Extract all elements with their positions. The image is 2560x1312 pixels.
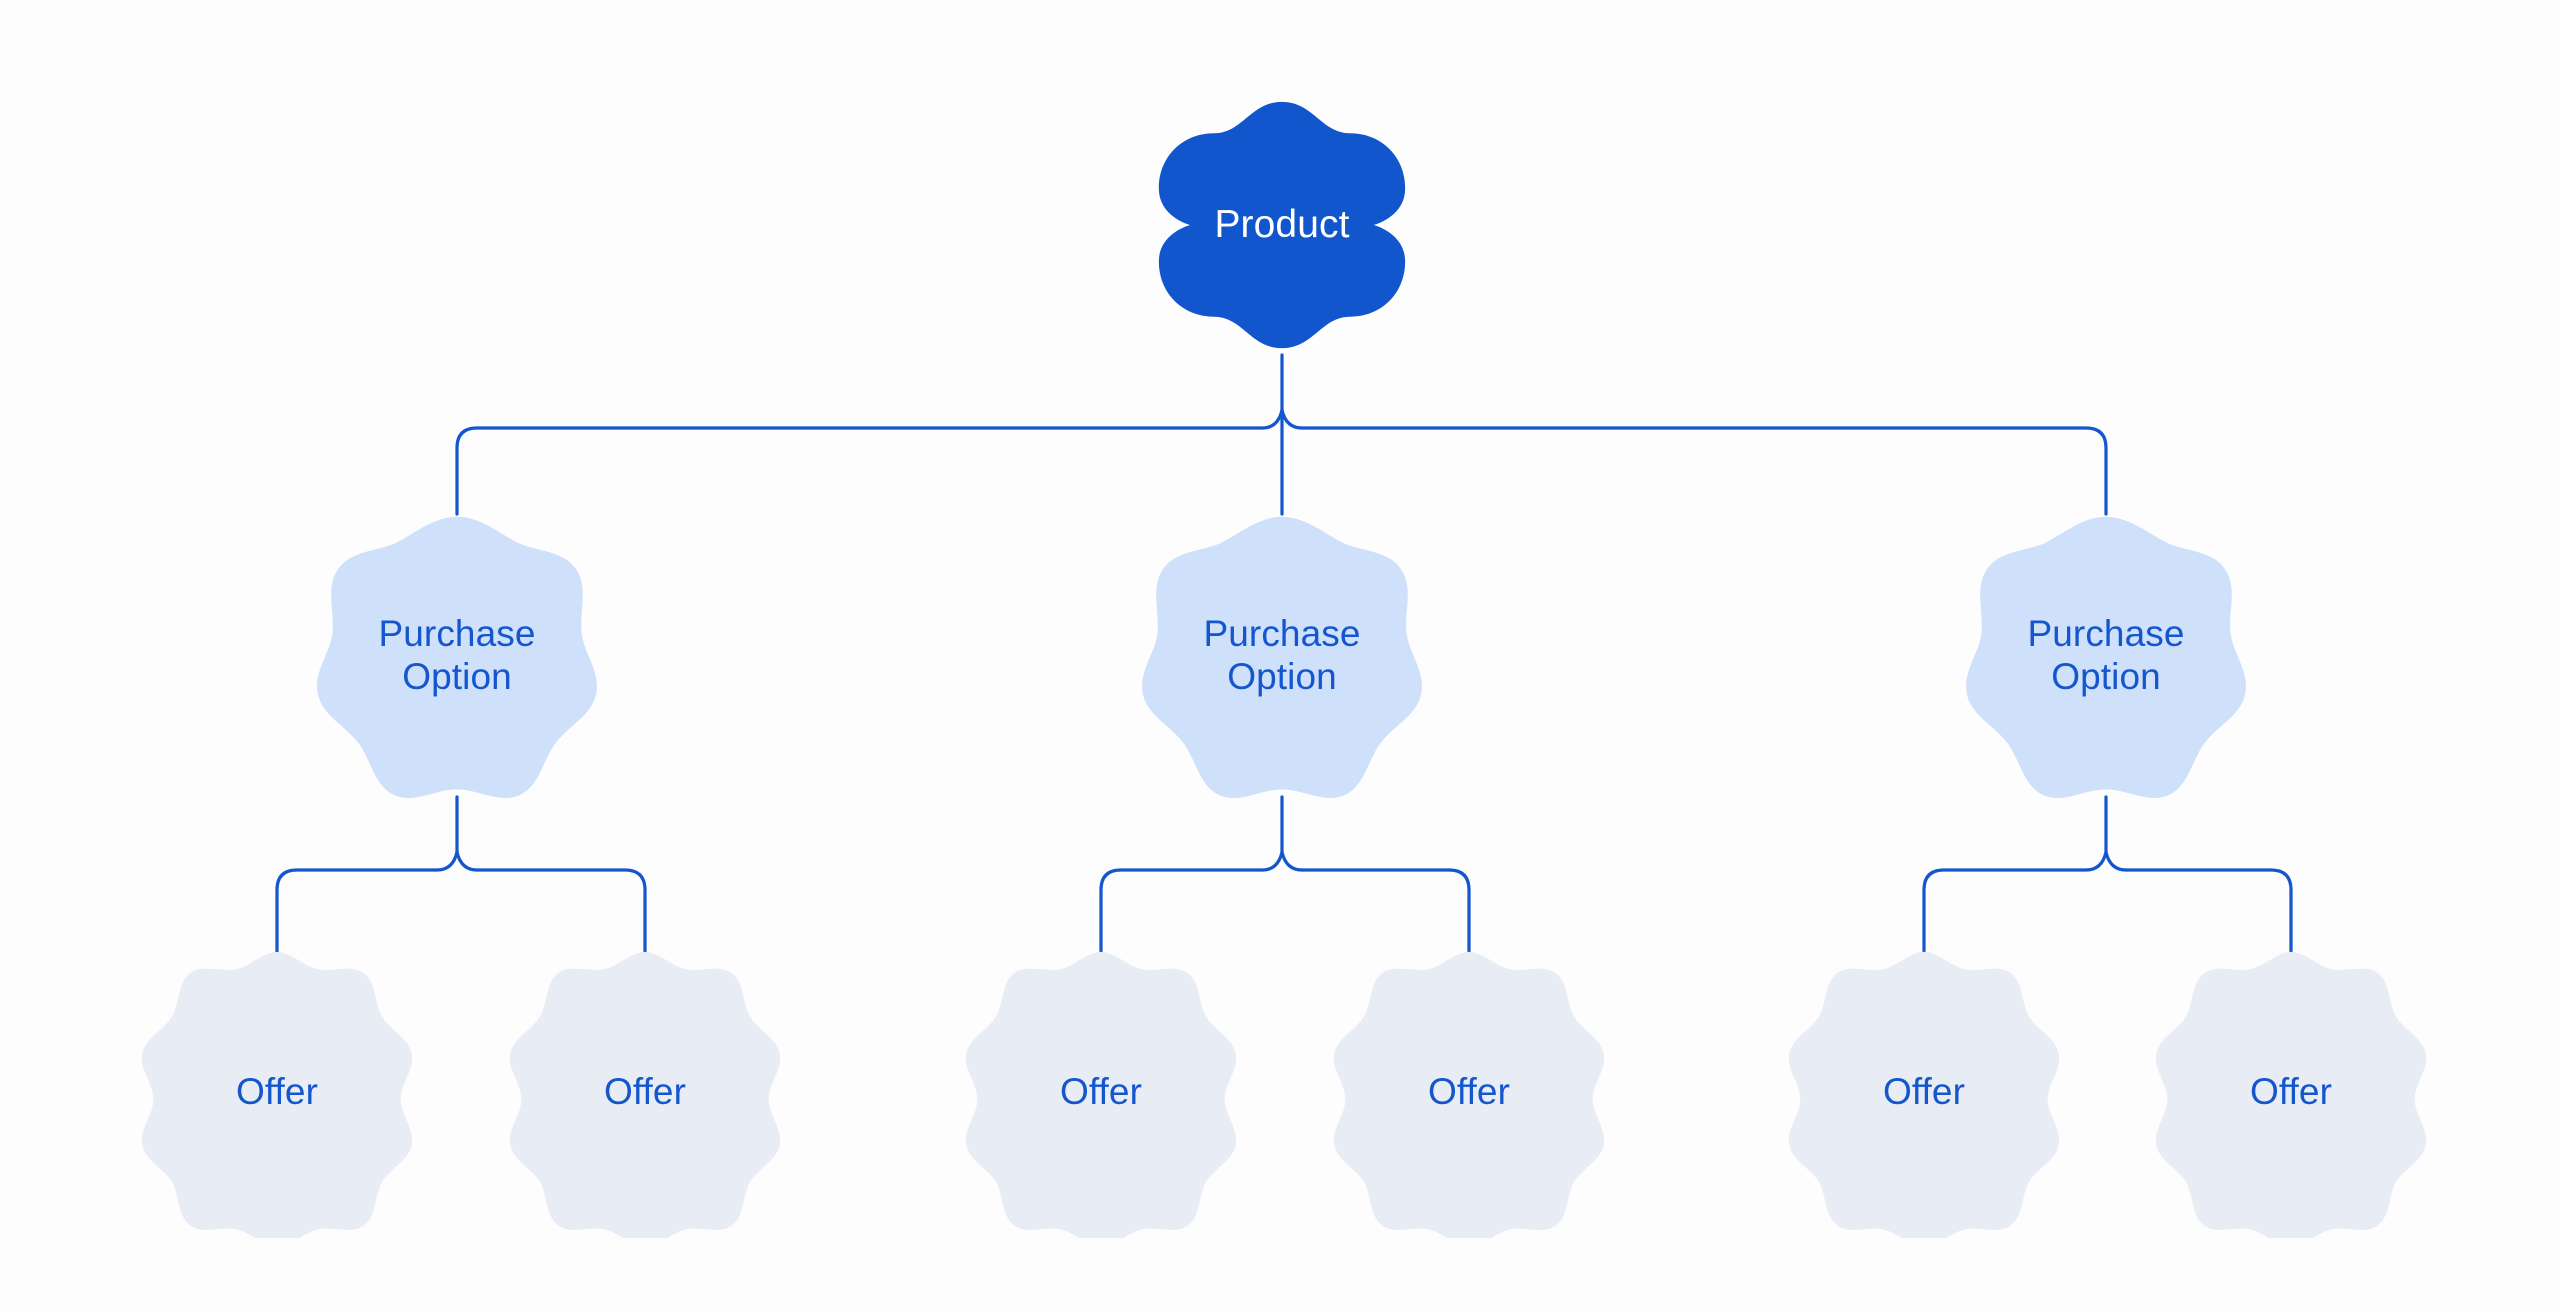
edge-option1-to-offer2 bbox=[475, 868, 647, 954]
node-offer-label: Offer bbox=[1882, 1070, 1966, 1112]
edge-option3-to-offer5 bbox=[1922, 868, 2088, 954]
flower-8-lobe-shape bbox=[1142, 516, 1422, 798]
node-product-label: Product bbox=[1214, 203, 1350, 247]
flower-12-lobe-shape bbox=[2155, 951, 2427, 1238]
flower-8-lobe-shape bbox=[1966, 516, 2246, 798]
node-offer-5[interactable]: Offer bbox=[1785, 946, 2063, 1238]
edge-root-junction-left bbox=[1260, 408, 1284, 430]
node-purchase-option-label: Purchase Option bbox=[378, 613, 536, 697]
flower-12-lobe-shape bbox=[141, 951, 413, 1238]
edge-option1-junction-left bbox=[435, 850, 459, 872]
node-product[interactable]: Product bbox=[1151, 94, 1413, 356]
node-purchase-option-1[interactable]: Purchase Option bbox=[312, 511, 602, 801]
node-offer-3[interactable]: Offer bbox=[962, 946, 1240, 1238]
node-offer-6[interactable]: Offer bbox=[2152, 946, 2430, 1238]
node-purchase-option-3[interactable]: Purchase Option bbox=[1961, 511, 2251, 801]
edge-option2-junction-left bbox=[1260, 850, 1284, 872]
node-offer-4[interactable]: Offer bbox=[1330, 946, 1608, 1238]
node-offer-label: Offer bbox=[1059, 1070, 1143, 1112]
flower-12-lobe-shape bbox=[1333, 951, 1605, 1238]
node-offer-label: Offer bbox=[1427, 1070, 1511, 1112]
edge-option2-to-offer3 bbox=[1099, 868, 1264, 954]
node-purchase-option-label: Purchase Option bbox=[1203, 613, 1361, 697]
edge-option3-to-offer6 bbox=[2124, 868, 2293, 954]
flower-12-lobe-shape bbox=[965, 951, 1237, 1238]
edge-option1-to-offer1 bbox=[275, 868, 439, 954]
node-offer-label: Offer bbox=[2249, 1070, 2333, 1112]
node-purchase-option-label: Purchase Option bbox=[2027, 613, 2185, 697]
edge-option2-to-offer4 bbox=[1300, 868, 1471, 954]
flower-8-lobe-shape bbox=[317, 516, 597, 798]
node-offer-label: Offer bbox=[235, 1070, 319, 1112]
flower-4-lobe-shape bbox=[1158, 101, 1406, 349]
edge-option3-junction-left bbox=[2084, 850, 2108, 872]
edge-option3-junction-right bbox=[2104, 850, 2128, 872]
edge-option2-junction-right bbox=[1280, 850, 1304, 872]
node-purchase-option-2[interactable]: Purchase Option bbox=[1137, 511, 1427, 801]
node-offer-1[interactable]: Offer bbox=[138, 946, 416, 1238]
edge-bus-level1-left bbox=[455, 426, 1264, 516]
edge-root-junction-right bbox=[1280, 408, 1304, 430]
edge-option1-junction-right bbox=[455, 850, 479, 872]
node-offer-label: Offer bbox=[603, 1070, 687, 1112]
flower-12-lobe-shape bbox=[1788, 951, 2060, 1238]
node-offer-2[interactable]: Offer bbox=[506, 946, 784, 1238]
flower-12-lobe-shape bbox=[509, 951, 781, 1238]
edge-bus-level1-right bbox=[1300, 426, 2108, 516]
